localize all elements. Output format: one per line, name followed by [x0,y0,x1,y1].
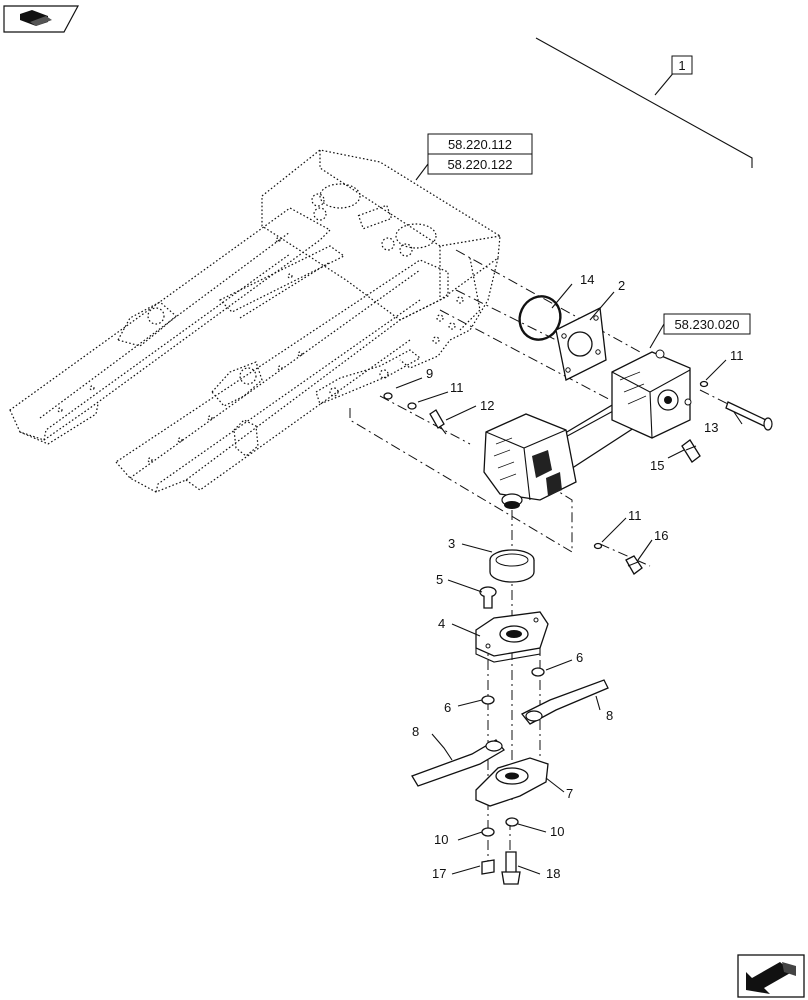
callout-3: 3 [448,536,455,551]
callout-9: 9 [426,366,433,381]
callout-13: 13 [704,420,718,435]
callout-6-right: 6 [576,650,583,665]
main-frame [9,149,501,493]
callout-18: 18 [546,866,560,881]
callout-10-right: 10 [550,824,564,839]
bolt-16-stack [593,542,643,575]
grease-fitting [479,586,497,609]
o-ring [518,295,562,341]
callout-numbers: 14 2 9 11 12 11 13 15 11 16 3 5 4 6 6 8 … [412,272,744,881]
long-bolt [699,380,773,431]
callout-11-right: 11 [730,348,744,363]
callout-2: 2 [618,278,625,293]
assembly-ref-box [671,55,693,75]
washers [481,817,519,837]
frame-ref-a: 58.220.112 [448,137,512,152]
gearbox [483,349,692,509]
callout-4: 4 [438,616,445,631]
callout-7: 7 [566,786,573,801]
callout-14: 14 [580,272,594,287]
seal-ring [489,549,535,583]
blade-right [520,679,609,725]
callout-leaders [395,283,743,875]
gearbox-reference: 58.230.020 [649,313,751,349]
assembly-leader: 1 [535,37,753,168]
bolt-stack-left [383,392,447,435]
gasket-plate [555,307,607,381]
callout-8-right: 8 [606,708,613,723]
callout-11-left: 11 [450,380,464,395]
book-icon[interactable] [3,5,80,33]
callout-16: 16 [654,528,668,543]
callout-8-left: 8 [412,724,419,739]
bottom-bolt [501,851,521,885]
gearbox-ref: 58.230.020 [674,317,739,332]
frame-reference: 58.220.112 58.220.122 [415,133,533,181]
arrow-icon[interactable] [737,954,805,998]
blade-left [411,739,505,787]
frame-ref-b: 58.220.122 [447,157,512,172]
nut [481,859,495,875]
callout-6-left: 6 [444,700,451,715]
callout-12: 12 [480,398,494,413]
blade-holder [475,757,549,807]
callout-11-lower: 11 [628,508,642,523]
callout-15: 15 [650,458,664,473]
bolt-15 [681,439,701,463]
bearing-flange [475,611,549,663]
assembly-ref: 1 [678,58,685,73]
callout-5: 5 [436,572,443,587]
callout-10-left: 10 [434,832,448,847]
callout-17: 17 [432,866,446,881]
spacers [481,667,545,705]
